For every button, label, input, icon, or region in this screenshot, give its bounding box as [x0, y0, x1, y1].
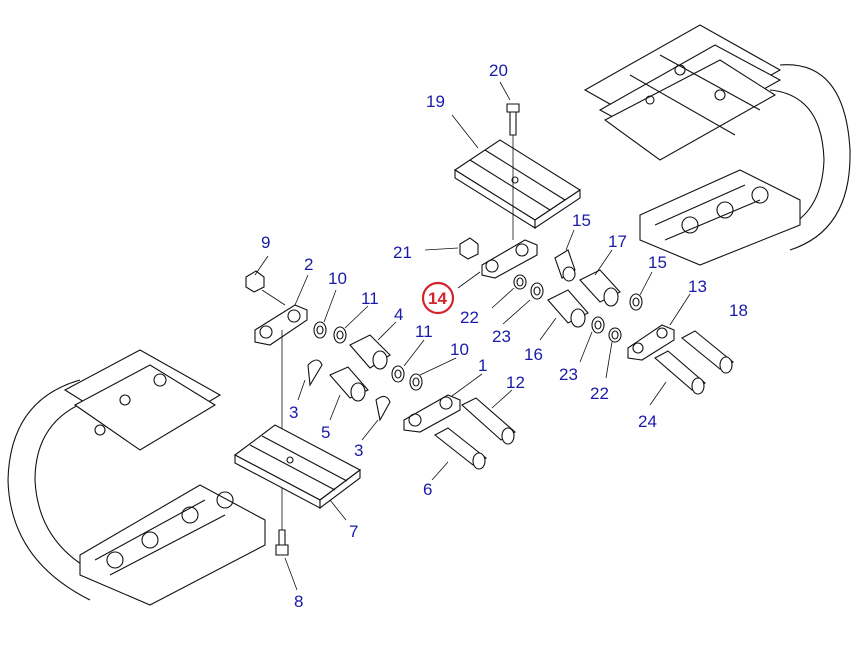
shoe-nut-21 — [459, 237, 479, 260]
callout-11: 11 — [415, 322, 433, 341]
callout-4: 4 — [394, 305, 403, 324]
pin-6 — [434, 427, 487, 470]
track-chain-upper-right — [583, 24, 851, 266]
spacer-22-left — [513, 274, 527, 290]
spacer-15-right — [629, 293, 643, 311]
seal-11-left — [333, 326, 347, 344]
callout-1: 1 — [478, 356, 487, 375]
spacer-15-left — [554, 249, 576, 282]
callout-21: 21 — [393, 243, 412, 262]
callout-9: 9 — [261, 233, 270, 252]
seal-10-right — [409, 373, 423, 391]
callout-10: 10 — [450, 340, 469, 359]
bushing-17 — [579, 269, 621, 307]
bushing-16 — [547, 289, 589, 328]
callout-11: 11 — [361, 289, 379, 308]
spacer-22-right — [608, 327, 622, 343]
callout-2: 2 — [304, 255, 313, 274]
callout-labels: 20 19 21 15 17 15 9 2 10 11 4 11 10 1 12… — [261, 61, 748, 611]
callout-18: 18 — [729, 301, 748, 320]
bushing-5 — [329, 366, 369, 402]
track-shoe-lower — [233, 424, 362, 510]
dust-seal-3-lower — [375, 395, 391, 422]
callout-6: 6 — [423, 480, 432, 499]
callout-24: 24 — [638, 412, 657, 431]
pin-12 — [461, 397, 516, 445]
callout-15: 15 — [648, 253, 667, 272]
track-shoe-upper — [453, 139, 582, 230]
seal-10-left — [313, 321, 327, 339]
callout-15: 15 — [572, 211, 591, 230]
callout-23: 23 — [492, 327, 511, 346]
callout-10: 10 — [328, 269, 347, 288]
shoe-nut-9 — [245, 270, 286, 306]
ring-23-left — [530, 282, 544, 300]
callout-17: 17 — [608, 232, 627, 251]
callout-14-highlighted: 14 — [428, 289, 447, 308]
callout-12: 12 — [506, 373, 525, 392]
callout-22: 22 — [460, 308, 479, 327]
shoe-bolt-upper — [506, 103, 520, 240]
callout-19: 19 — [426, 92, 445, 111]
callout-3: 3 — [354, 441, 363, 460]
master-link-14 — [481, 239, 538, 279]
link-1 — [403, 394, 461, 433]
callout-16: 16 — [524, 345, 543, 364]
callout-8: 8 — [294, 592, 303, 611]
shoe-bolt-lower — [275, 529, 289, 556]
callout-22: 22 — [590, 384, 609, 403]
callout-3: 3 — [289, 403, 298, 422]
link-13 — [627, 324, 675, 361]
highlight-ring-14 — [421, 281, 455, 315]
callout-7: 7 — [349, 522, 358, 541]
track-chain-lower-left — [7, 349, 266, 606]
callout-5: 5 — [321, 423, 330, 442]
pin-18 — [681, 330, 734, 374]
callout-23: 23 — [559, 365, 578, 384]
ring-23-right — [591, 316, 605, 334]
leader-lines — [254, 81, 691, 591]
callout-13: 13 — [688, 277, 707, 296]
bushing-4 — [349, 334, 391, 370]
dust-seal-3-upper — [307, 359, 323, 387]
pin-24 — [654, 350, 706, 395]
seal-11-right — [391, 365, 405, 383]
callout-20: 20 — [489, 61, 508, 80]
